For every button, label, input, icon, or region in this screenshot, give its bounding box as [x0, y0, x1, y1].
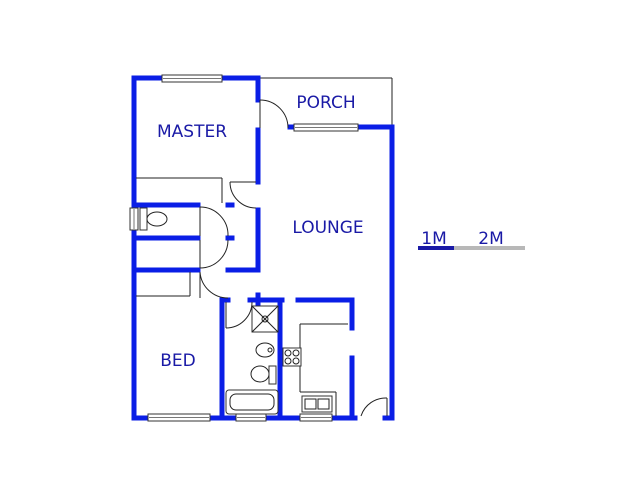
door-bathroom [225, 301, 253, 329]
door-passage [199, 239, 229, 269]
bathtub [225, 389, 279, 415]
window-toilet [129, 207, 139, 231]
room-label-master: MASTER [157, 122, 227, 142]
door-master [229, 181, 257, 209]
toilet-2 [250, 365, 277, 385]
doors [199, 99, 388, 417]
scale-label-2m: 2M [478, 229, 503, 249]
cupboards [136, 177, 348, 416]
window-kitchen [299, 413, 333, 422]
basin [255, 342, 275, 358]
shower [251, 305, 279, 333]
stove [282, 347, 302, 367]
room-label-porch: PORCH [296, 93, 355, 113]
door-toilet [199, 206, 229, 237]
scale-segment-light [454, 246, 525, 250]
kitchen-sink [301, 395, 333, 413]
door-front [360, 397, 388, 417]
room-label-bed: BED [160, 351, 196, 371]
window-master [161, 74, 223, 83]
scale-bar: 1M 2M [418, 229, 525, 250]
window-bathroom [235, 413, 267, 422]
scale-segment-dark [418, 246, 454, 250]
windows [129, 74, 359, 422]
toilet-1 [139, 207, 168, 231]
porch-outline [258, 77, 393, 127]
window-porch [293, 123, 359, 132]
scale-label-1m: 1M [421, 229, 446, 249]
door-porch [259, 99, 289, 129]
window-bed [147, 413, 211, 422]
room-label-lounge: LOUNGE [292, 218, 363, 238]
door-bed [199, 271, 229, 299]
